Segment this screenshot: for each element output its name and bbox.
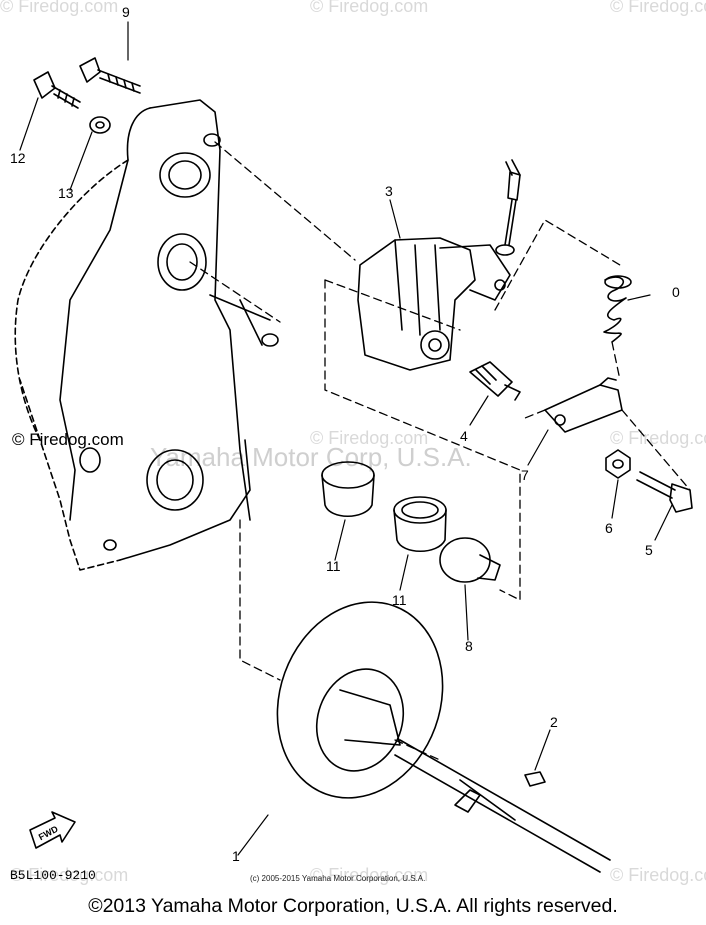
callout-1: 1 [232, 848, 240, 864]
watermark-bottom: © Firedog.com [310, 865, 429, 885]
watermark-top: © Firedog.com [610, 0, 706, 16]
watermark-top: © Firedog.com [0, 0, 119, 16]
callout-9: 9 [122, 4, 130, 20]
disc-1 [276, 601, 611, 873]
callout-12: 12 [10, 150, 26, 166]
cable-end [495, 159, 521, 256]
watermark-mid: © Firedog.com [610, 428, 706, 448]
watermark-mid: © Firedog.com [310, 428, 429, 448]
watermark-center: Yamaha Motor Corp, U.S.A. [150, 442, 472, 472]
callout-11b: 11 [392, 592, 407, 608]
caliper-3 [357, 237, 511, 371]
fwd-arrow [29, 811, 76, 849]
small-copyright: (c) 2005-2015 Yamaha Motor Corporation, … [250, 874, 426, 883]
cup-11a [321, 461, 375, 517]
bracket-plate [14, 99, 279, 571]
callout-2: 2 [550, 714, 558, 730]
bolt-12 [33, 71, 81, 109]
watermark-bottom: © Firedog.com [10, 865, 129, 885]
callout-0: 0 [672, 284, 680, 300]
watermark-bottom: © Firedog.com [610, 865, 706, 885]
callout-5: 5 [645, 542, 653, 558]
footer-copyright: ©2013 Yamaha Motor Corporation, U.S.A. A… [88, 895, 618, 917]
bolt-9 [79, 57, 141, 94]
cup-11b [393, 496, 447, 552]
callout-4: 4 [460, 428, 468, 444]
washer-13 [89, 116, 111, 134]
assembly-lines [189, 141, 691, 761]
puck-8 [439, 537, 501, 583]
nut-6 [605, 449, 631, 479]
callout-8: 8 [465, 638, 473, 654]
key-2 [524, 771, 546, 787]
bolt-5 [636, 471, 693, 513]
diagram-code: B5L100-9210 [10, 868, 96, 883]
callout-11a: 11 [326, 558, 341, 574]
lever-7 [544, 377, 623, 433]
firedog-label: © Firedog.com [12, 430, 124, 449]
callout-13: 13 [58, 185, 74, 201]
adjuster-4 [469, 361, 521, 401]
callout-3: 3 [385, 183, 393, 199]
leader-lines [19, 21, 673, 856]
callout-6: 6 [605, 520, 613, 536]
callout-7: 7 [521, 467, 529, 483]
watermark-top: © Firedog.com [310, 0, 429, 16]
spring-0 [603, 275, 632, 343]
